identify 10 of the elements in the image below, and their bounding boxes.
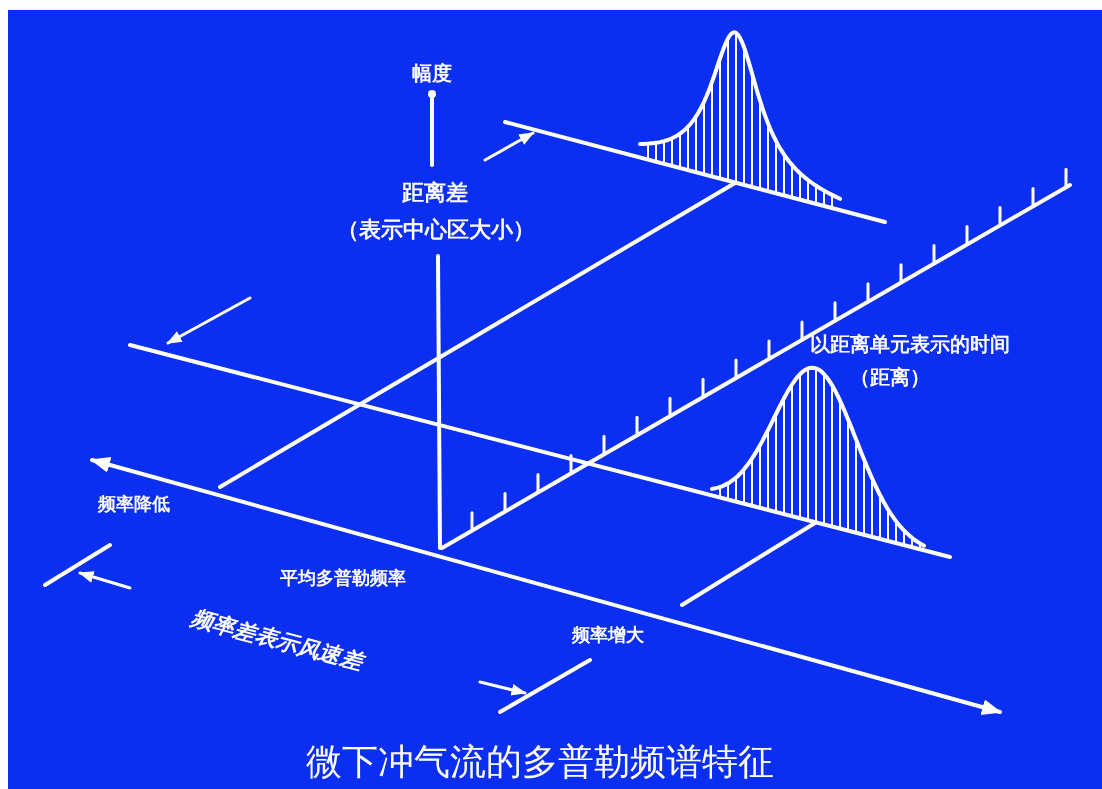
- axis-label: 频率降低: [98, 494, 170, 515]
- axis-note: （表示中心区大小）: [337, 217, 535, 243]
- axis-note: （距离）: [850, 366, 930, 389]
- axis-label: 以距离单元表示的时间: [810, 333, 1010, 356]
- axis-note: 频率差表示风速差: [188, 605, 365, 675]
- diagram-title: 微下冲气流的多普勒频谱特征: [306, 742, 774, 782]
- axis-label: 距离差: [402, 180, 468, 206]
- axis-label: 频率增大: [572, 625, 644, 646]
- axis-label: 平均多普勒频率: [280, 568, 406, 589]
- axis-label: 幅度: [412, 62, 452, 85]
